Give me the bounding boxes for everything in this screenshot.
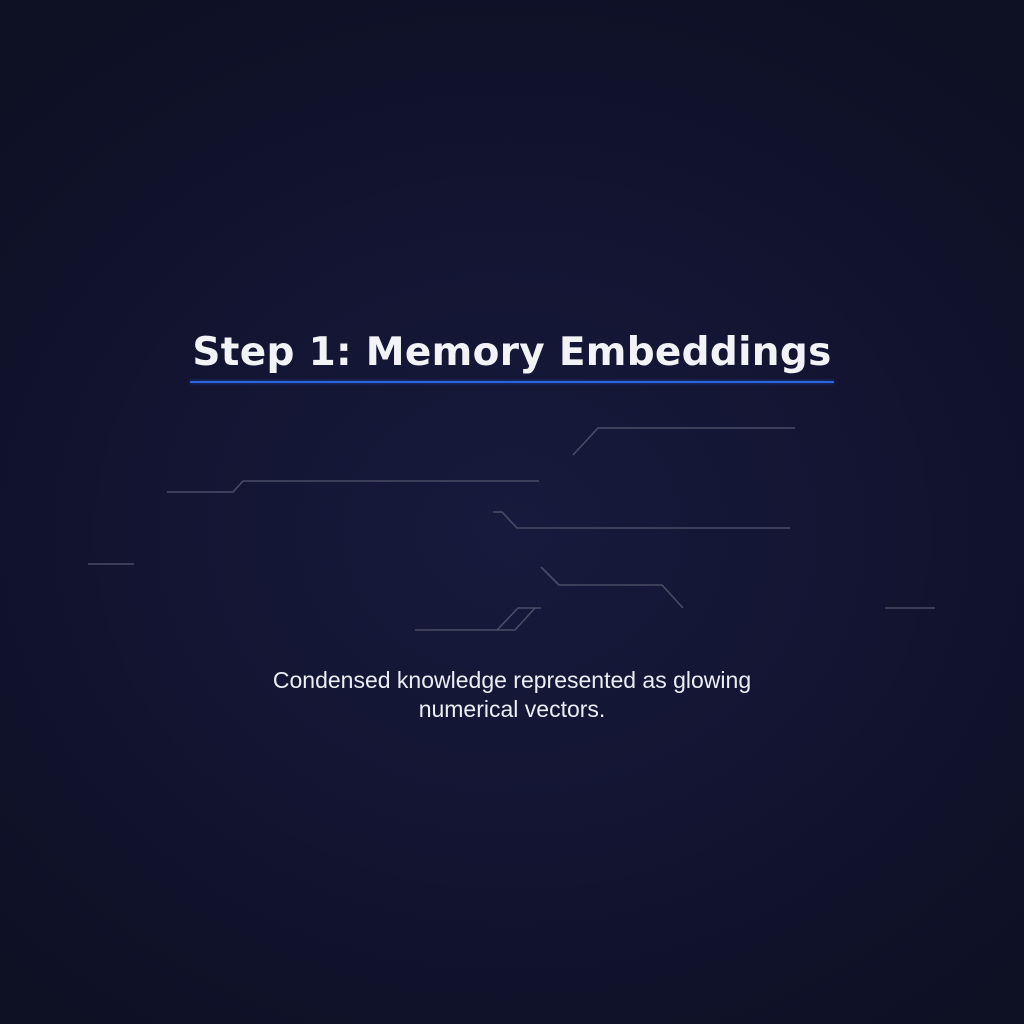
title-underline bbox=[190, 381, 834, 383]
circuit-trace-5 bbox=[415, 607, 541, 631]
subtitle-line-1: Condensed knowledge represented as glowi… bbox=[272, 667, 752, 693]
slide-title: Step 1: Memory Embeddings bbox=[190, 326, 834, 383]
vector-halos bbox=[125, 447, 892, 617]
vectors bbox=[131, 452, 886, 611]
circuit-trace-2 bbox=[167, 480, 539, 493]
slide-subtitle: Condensed knowledge represented as glowi… bbox=[0, 666, 1024, 724]
subtitle-line-2: numerical vectors. bbox=[418, 696, 606, 722]
circuit-trace-1 bbox=[572, 427, 795, 456]
slide-title-container: Step 1: Memory Embeddings bbox=[0, 326, 1024, 383]
circuit-trace-6 bbox=[497, 607, 536, 631]
slide-title-text: Step 1: Memory Embeddings bbox=[192, 330, 832, 375]
circuit-trace-4 bbox=[540, 566, 684, 609]
